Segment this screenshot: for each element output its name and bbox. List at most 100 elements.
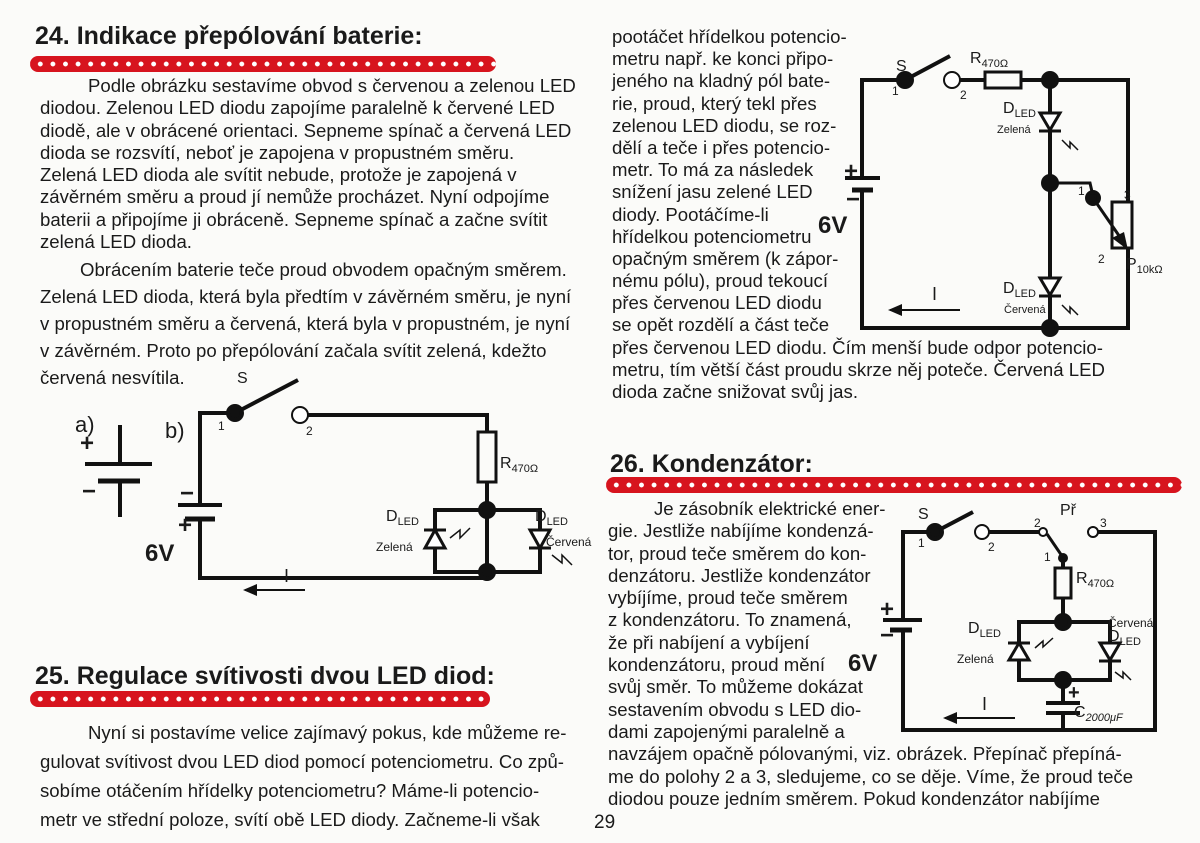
green-label: Zelená [376, 540, 413, 554]
red-label: Červená [1108, 616, 1154, 630]
text-line: metru, tím větší část proudu skrze něj p… [612, 358, 1105, 380]
voltage-label: 6V [848, 650, 878, 677]
pin-label: 1 [1078, 184, 1085, 198]
text-line: dioda začne snižovat svůj jas. [612, 381, 858, 402]
text-line: z kondenzátoru. To znamená, [608, 609, 852, 631]
capacitor-label: C2000μF [1074, 704, 1123, 724]
text-line: v propustném směru a červená, která byla… [40, 313, 571, 334]
selector-label: Př [1060, 502, 1076, 519]
text-line: denzátoru. Jestliže kondenzátor [608, 564, 871, 586]
switch-label: S [896, 58, 907, 75]
minus-sign: − [880, 622, 895, 649]
section-26-heading: 26. Kondenzátor: [610, 450, 813, 478]
pin-label: 2 [988, 540, 995, 554]
red-dotted-divider [30, 56, 496, 72]
text-line: sestavením obvodu s LED dio- [608, 698, 862, 720]
pot-label: P10kΩ [1126, 256, 1163, 276]
minus-sign: − [82, 478, 97, 505]
section-24-paragraph-1: Podle obrázku sestavíme obvod s červenou… [40, 75, 576, 253]
red-dotted-divider [606, 477, 1182, 493]
text-line: dami zapojenými paralelně a [608, 720, 845, 742]
current-label: I [284, 566, 290, 586]
text-line: svůj směr. To můžeme dokázat [608, 676, 863, 698]
pin-label: 2 [1098, 252, 1105, 266]
text-line: gie. Jestliže nabíjíme kondenzá- [608, 520, 874, 542]
text-line: sobíme otáčením hřídelky potenciometru? … [40, 780, 540, 801]
page-number: 29 [594, 812, 616, 833]
section-24-heading: 24. Indikace přepólování baterie: [35, 22, 423, 50]
dled-label: DLED [386, 508, 419, 528]
label-b: b) [165, 418, 185, 443]
text-line: Nyní si postavíme velice zajímavý pokus,… [88, 722, 567, 743]
pin-label: 3 [1124, 188, 1131, 202]
red-label: Červená [1004, 304, 1046, 316]
section-25-heading: 25. Regulace svítivosti dvou LED diod: [35, 662, 495, 690]
dled-label: DLED [968, 620, 1001, 640]
text-line: Podle obrázku sestavíme obvod s červenou… [88, 75, 576, 96]
text-line: dělí a teče i přes potencio- [612, 136, 831, 158]
pin-label: 1 [218, 419, 225, 433]
section-25-paragraph-1: Nyní si postavíme velice zajímavý pokus,… [40, 722, 566, 838]
circuit-26 [883, 510, 1157, 732]
text-line: červená nesvítila. [40, 367, 185, 388]
resistor-label: R470Ω [1076, 570, 1115, 590]
voltage-label: 6V [818, 212, 848, 239]
text-line: závěrném směru a proud jí nemůže procház… [40, 186, 550, 208]
text-line: metr ve střední poloze, svítí obě LED di… [40, 809, 540, 830]
pin-label: 1 [918, 536, 925, 550]
dled-label: DLED [1108, 628, 1141, 648]
text-line: že při nabíjení a vybíjení [608, 631, 810, 653]
red-dotted-divider [30, 691, 490, 707]
pin-label: 2 [1034, 516, 1041, 530]
pin-label: 1 [1044, 550, 1051, 564]
text-line: rie, proud, který tekl přes [612, 92, 817, 114]
text-line: kondenzátoru, proud mění [608, 654, 826, 676]
section-24-paragraph-2: Obrácením baterie teče proud obvodem opa… [40, 259, 571, 394]
circuit-25 [845, 54, 1134, 337]
text-line: gulovat svítivost dvou LED diod pomocí p… [40, 751, 564, 772]
text-line: se opět rozdělí a část teče [612, 314, 830, 336]
text-line: diody. Pootáčíme-li [612, 203, 769, 225]
pin-label: 2 [960, 88, 967, 102]
battery-symbol-a [85, 425, 152, 517]
pin-label: 3 [1100, 516, 1107, 530]
switch-label: S [237, 370, 248, 387]
pin-label: 1 [892, 84, 899, 98]
text-line: metru např. ke konci připo- [612, 48, 834, 70]
plus-sign: + [880, 596, 895, 623]
label-a: a) [75, 412, 95, 437]
text-line: opačným směrem (k zápor- [612, 247, 839, 269]
text-line: přes červenou LED diodu [612, 292, 822, 314]
circuit-24b [178, 378, 573, 596]
text-line: diodou. Zelenou LED diodu zapojíme paral… [40, 97, 555, 119]
section-25-paragraph-2: pootáčet hřídelkou potencio-metru např. … [612, 26, 1105, 403]
switch-label: S [918, 506, 929, 523]
dled-label: DLED [1003, 280, 1036, 300]
plus-sign: + [178, 512, 193, 539]
red-label: Červená [546, 535, 592, 549]
text-line: Zelená LED dioda, která byla předtím v z… [40, 286, 572, 307]
text-line: metr. To má za následek [612, 159, 814, 181]
text-line: diodou pouze jedním směrem. Pokud konden… [608, 787, 1100, 809]
text-line: navzájem opačně pólovanými, viz. obrázek… [608, 743, 1122, 765]
text-line: v závěrném. Proto po přepólování začala … [40, 340, 547, 361]
text-line: Je zásobník elektrické ener- [654, 498, 886, 519]
text-line: me do polohy 2 a 3, sledujeme, co se děj… [608, 765, 1134, 787]
resistor-label: R470Ω [970, 50, 1009, 70]
text-line: zelená LED dioda. [40, 231, 192, 253]
current-label: I [982, 694, 988, 714]
text-line: pootáčet hřídelkou potencio- [612, 26, 847, 47]
text-line: tor, proud teče směrem do kon- [608, 542, 867, 564]
green-label: Zelená [957, 652, 994, 666]
minus-sign: − [180, 480, 195, 507]
text-line: diodě, ale v obrácené orientaci. Sepneme… [40, 119, 572, 141]
text-line: nému pólu), proud tekoucí [612, 270, 829, 292]
text-line: Zelená LED dioda ale svítit nebude, prot… [40, 164, 517, 186]
text-line: snížení jasu zelené LED [612, 181, 813, 203]
plus-sign: + [844, 158, 859, 185]
dled-label: DLED [535, 508, 568, 528]
section-26-paragraph: Je zásobník elektrické ener-gie. Jestliž… [608, 498, 1133, 810]
dled-label: DLED [1003, 100, 1036, 120]
text-line: hřídelkou potenciometru [612, 225, 812, 247]
pin-label: 2 [306, 424, 313, 438]
